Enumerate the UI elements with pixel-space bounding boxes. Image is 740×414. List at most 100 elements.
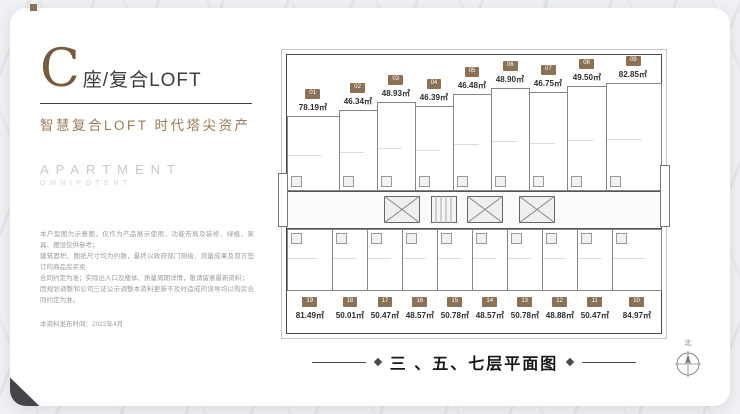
unit-column: 09 82.85㎡ (605, 55, 662, 191)
unit-label: 14 48.57㎡ (472, 297, 507, 321)
caption-line-left (311, 361, 366, 363)
unit-label: 10 84.97㎡ (612, 297, 661, 321)
unit-label: 04 46.39㎡ (415, 79, 453, 103)
unit-label: 02 46.34㎡ (339, 83, 377, 107)
unit-label: 11 50.47㎡ (577, 297, 612, 321)
unit-number-badge: 15 (447, 297, 463, 307)
unit-number-badge: 10 (629, 297, 644, 307)
bathroom-square (291, 176, 302, 187)
bathroom-square (291, 233, 302, 244)
unit-column: 10 84.97㎡ (612, 229, 662, 333)
caption-line-right (582, 361, 637, 363)
unit-area-label: 49.50㎡ (572, 72, 601, 82)
unit-column: 06 48.90㎡ (491, 55, 531, 191)
unit-area-label: 81.49㎡ (295, 310, 324, 320)
unit-room (338, 109, 378, 191)
unit-column: 03 48.93㎡ (376, 55, 416, 191)
unit-area-label: 84.97㎡ (622, 310, 651, 320)
unit-column: 15 50.78㎡ (437, 229, 474, 333)
unit-label: 15 50.78㎡ (437, 297, 472, 321)
unit-label: 05 46.48㎡ (453, 67, 491, 91)
left-panel: C 座/复合LOFT 智慧复合LOFT 时代塔尖资产 APARTMENT OMN… (40, 39, 270, 328)
disclaimer-line: 本户型图为示意图，仅作为产品展示使用，功能布局及装修、绿植、家具、摆设仅供参考； (40, 230, 254, 249)
unit-label: 13 50.78㎡ (507, 297, 542, 321)
unit-room (287, 229, 334, 291)
english-brand-line1: APARTMENT (40, 161, 182, 177)
compass-north-label: 北 (684, 340, 692, 347)
unit-room (577, 229, 614, 291)
floor-plan: 01 78.19㎡ 02 46.34㎡ 03 48.93㎡ 04 46.39㎡ (278, 49, 670, 339)
english-brand-line2: OMNIPOTENT (40, 179, 132, 187)
bathroom-square (441, 233, 453, 244)
unit-number-badge: 18 (342, 297, 358, 307)
subtitle: 智慧复合LOFT 时代塔尖资产 (40, 117, 251, 133)
unit-number-badge: 05 (464, 67, 480, 77)
unit-room (529, 91, 569, 191)
unit-column: 11 50.47㎡ (577, 229, 614, 333)
unit-area-label: 46.75㎡ (534, 78, 563, 88)
disclaimer-line: 因规划调整和公司三证公示调整本资料更新不及时造成的误导均以购房合同约定为准。 (40, 285, 254, 304)
unit-area-label: 78.19㎡ (298, 102, 327, 112)
unit-number-badge: 09 (625, 56, 641, 66)
disclaimer-line: 建筑面积、图纸尺寸均为约数，最终以政府部门测绘、测量成果及双方签订的商品房买卖 (40, 252, 254, 271)
unit-number-badge: 17 (377, 297, 393, 307)
unit-number-badge: 08 (579, 59, 594, 69)
floor-caption: 三 、五、七层平面图 (286, 350, 662, 374)
unit-number-badge: 03 (388, 75, 404, 85)
unit-room (414, 105, 454, 191)
unit-label: 03 48.93㎡ (377, 75, 415, 99)
unit-number-badge: 06 (502, 61, 518, 71)
unit-area-label: 50.01㎡ (335, 310, 365, 320)
unit-room (437, 229, 474, 291)
unit-room (402, 229, 439, 291)
unit-column: 18 50.01㎡ (332, 229, 369, 333)
bathroom-square (546, 233, 558, 244)
unit-column: 12 48.88㎡ (542, 229, 579, 333)
unit-number-badge: 04 (426, 79, 442, 89)
bathroom-square (371, 233, 383, 244)
bathroom-square (456, 176, 468, 187)
unit-room (605, 82, 662, 191)
bathroom-square (476, 233, 488, 244)
unit-area-label: 48.57㎡ (405, 310, 434, 320)
bathroom-square (511, 233, 523, 244)
building-letter: C (40, 39, 80, 99)
bathroom-square (406, 233, 418, 244)
compass: 北 (670, 338, 706, 384)
caption-diamond-right (565, 357, 575, 367)
unit-area-label: 82.85㎡ (619, 69, 648, 79)
compass-icon (675, 351, 701, 377)
unit-area-label: 48.90㎡ (496, 74, 525, 84)
floor-plan-bottom-row: 19 81.49㎡ 18 50.01㎡ 17 50.47㎡ 16 48.57㎡ (287, 229, 662, 333)
unit-number-badge: 11 (587, 297, 602, 307)
page-title: C 座/复合LOFT (40, 39, 270, 99)
left-balcony-tab (278, 173, 288, 227)
unit-room (452, 93, 493, 191)
unit-area-label: 50.47㎡ (370, 310, 400, 320)
unit-label: 08 49.50㎡ (567, 59, 605, 83)
english-brand: APARTMENT OMNIPOTENT (40, 162, 270, 187)
bathroom-square (533, 176, 545, 187)
bathroom-square (418, 176, 430, 187)
unit-column: 07 46.75㎡ (529, 55, 569, 191)
unit-number-badge: 19 (302, 297, 318, 307)
unit-label: 06 48.90㎡ (491, 61, 529, 85)
bathroom-square (571, 176, 583, 187)
unit-column: 08 49.50㎡ (567, 55, 607, 191)
unit-room (507, 229, 544, 291)
unit-column: 13 50.78㎡ (507, 229, 544, 333)
publish-date: 本资料发布时间：2022年4月 (40, 320, 124, 328)
stairs-icon (430, 196, 457, 223)
unit-number-badge: 14 (482, 297, 498, 307)
unit-column: 19 81.49㎡ (287, 229, 334, 333)
unit-room (542, 229, 579, 291)
unit-area-label: 48.57㎡ (475, 310, 504, 320)
right-balcony-tab (660, 165, 670, 227)
unit-room (287, 115, 340, 191)
unit-column: 02 46.34㎡ (338, 55, 378, 191)
bathroom-square (581, 233, 593, 244)
bathroom-square (616, 233, 628, 244)
title-divider (40, 102, 252, 104)
unit-column: 01 78.19㎡ (287, 55, 340, 191)
disclaimer-line: 合同约定为准；实际出入口及楼体、质量周期详情，敬请留意最新资料； (40, 274, 248, 282)
